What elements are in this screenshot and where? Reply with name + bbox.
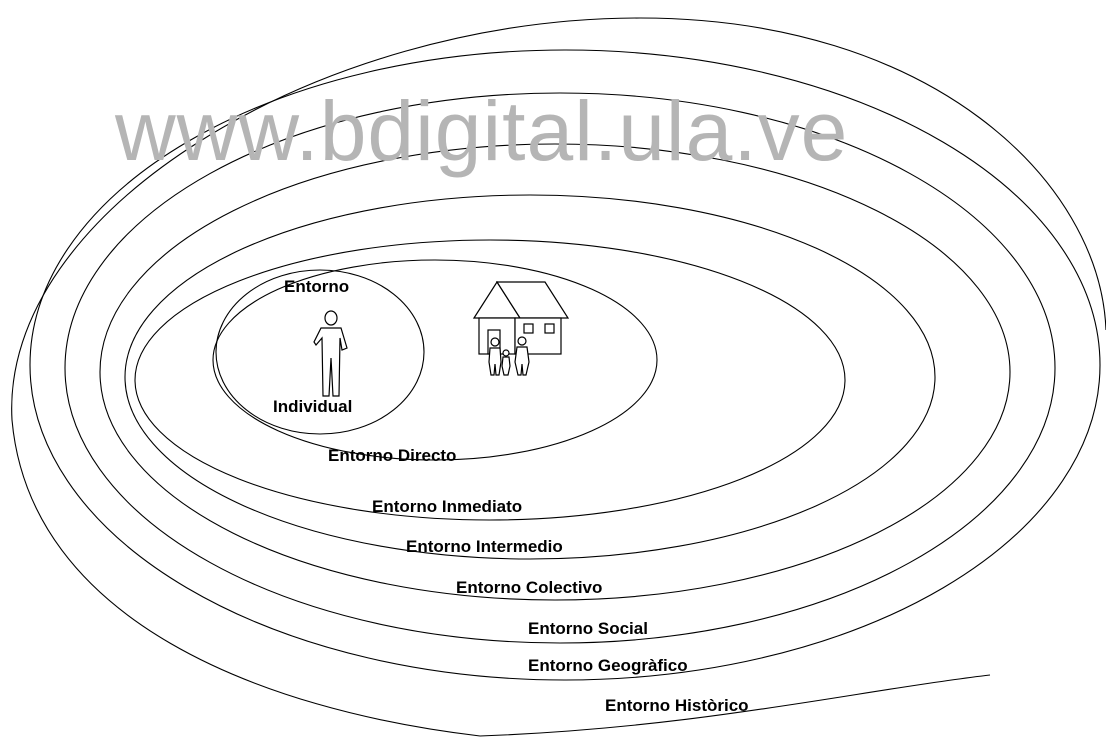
label-entorno-individual-top: Entorno bbox=[284, 277, 349, 296]
ring-colectivo bbox=[99, 143, 1011, 601]
ring-intermedio bbox=[124, 194, 936, 560]
label-entorno-historico: Entorno Històrico bbox=[605, 696, 749, 715]
ring-social bbox=[64, 92, 1056, 644]
person-icon bbox=[313, 310, 348, 397]
label-entorno-colectivo: Entorno Colectivo bbox=[456, 578, 602, 597]
ring-directo bbox=[212, 259, 658, 461]
ring-historico bbox=[11, 17, 1106, 737]
family-icon bbox=[488, 336, 530, 376]
ring-inmediato bbox=[134, 239, 846, 521]
ring-historico-tail bbox=[479, 674, 991, 737]
ring-individual bbox=[215, 269, 425, 435]
label-entorno-social: Entorno Social bbox=[528, 619, 648, 638]
watermark-text: www.bdigital.ula.ve bbox=[114, 84, 848, 178]
label-entorno-inmediato: Entorno Inmediato bbox=[372, 497, 522, 516]
label-entorno-individual-bottom: Individual bbox=[273, 397, 352, 416]
label-entorno-intermedio: Entorno Intermedio bbox=[406, 537, 563, 556]
ring-geografico bbox=[29, 49, 1101, 681]
label-entorno-geografico: Entorno Geogràfico bbox=[528, 656, 688, 675]
label-entorno-directo: Entorno Directo bbox=[328, 446, 456, 465]
